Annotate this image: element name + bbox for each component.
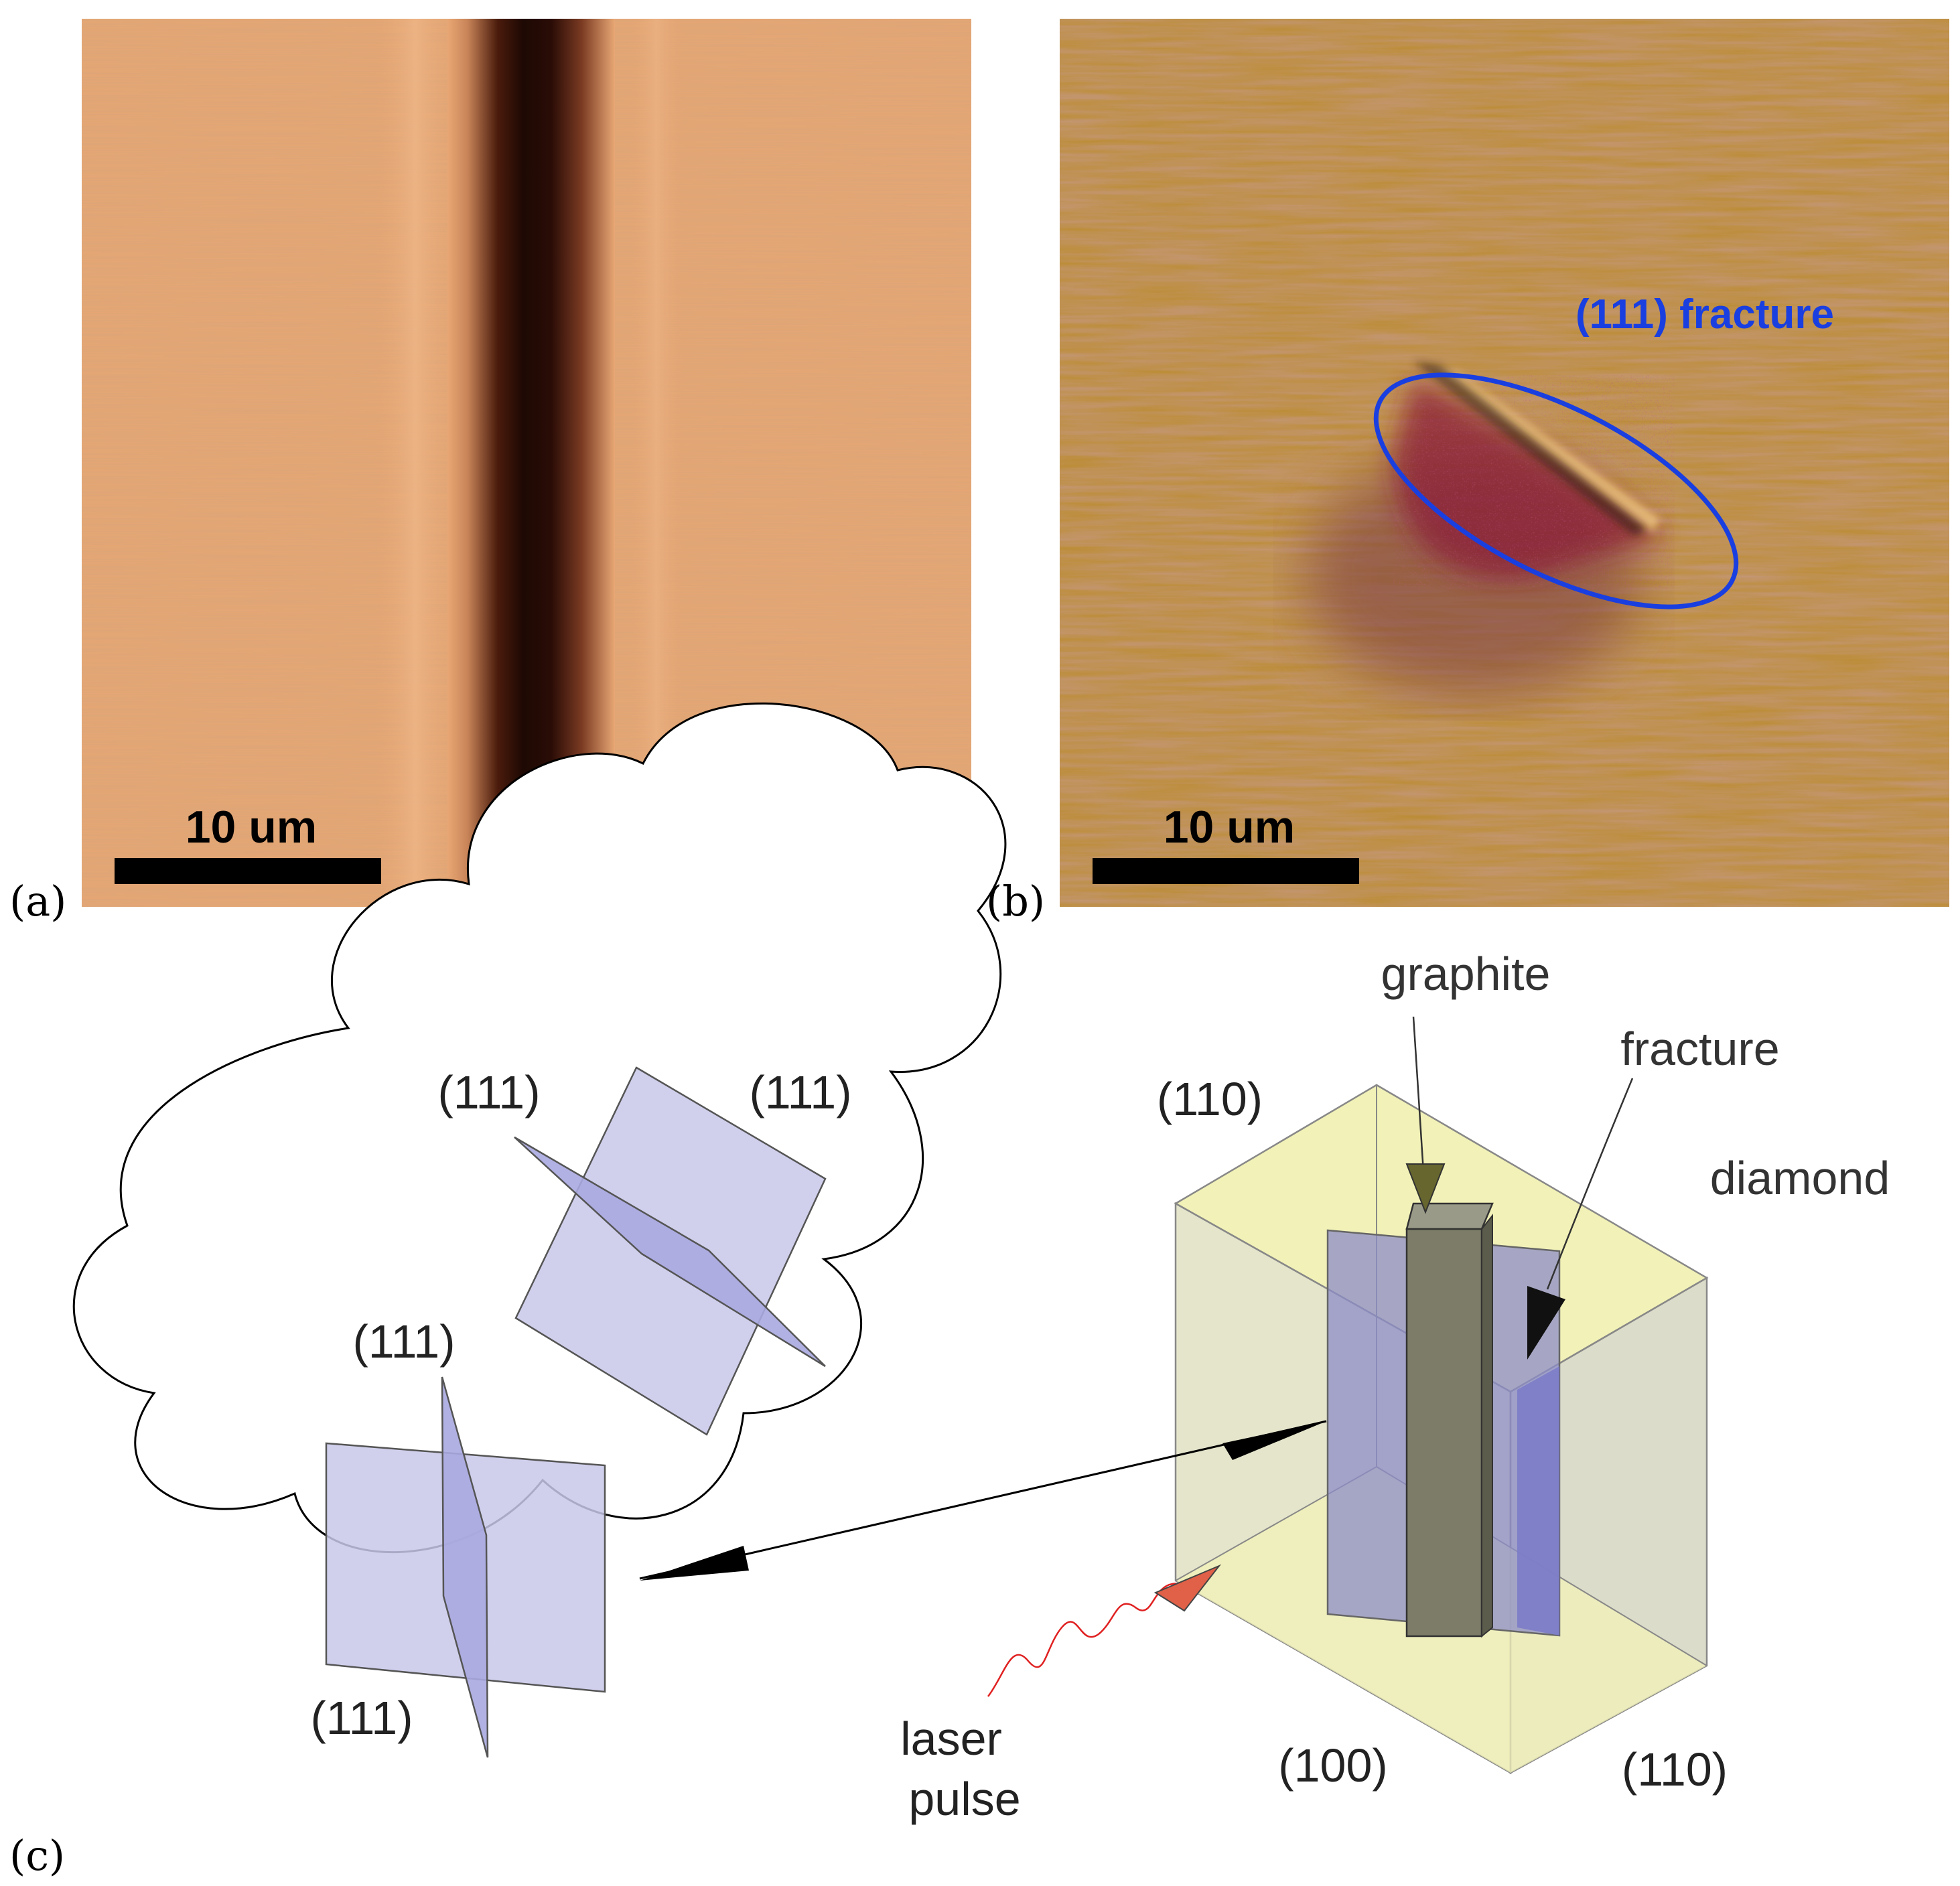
scale-bar-label-b: 10 um bbox=[1164, 802, 1296, 853]
plane-pair-top bbox=[514, 1066, 827, 1436]
fracture-highlight-ellipse bbox=[1373, 372, 1739, 609]
crystal-planes-cloud bbox=[72, 702, 1007, 1553]
label-laser: laser bbox=[900, 1713, 1002, 1765]
label-111-top-right: (111) bbox=[749, 1066, 851, 1118]
label-110-bottom: (110) bbox=[1622, 1743, 1728, 1796]
label-111-bottom: (111) bbox=[310, 1692, 413, 1744]
scale-bar-label-a: 10 um bbox=[186, 802, 318, 853]
laser-pulse-wave bbox=[987, 1583, 1194, 1697]
fracture-annotation: (111) fracture bbox=[1576, 291, 1834, 338]
label-110-top: (110) bbox=[1157, 1073, 1263, 1125]
panel-b-micrograph: (111) fracture bbox=[1060, 19, 1949, 907]
zoom-connector-line bbox=[639, 1420, 1327, 1580]
label-111-middle: (111) bbox=[352, 1315, 455, 1368]
label-pulse: pulse bbox=[908, 1773, 1020, 1825]
graphite-column-top bbox=[1405, 1202, 1494, 1230]
laser-arrow bbox=[1153, 1564, 1222, 1612]
scale-bar-b bbox=[1093, 858, 1359, 884]
label-fracture: fracture bbox=[1620, 1023, 1779, 1075]
panel-c: (111) (111) (111) (111) bbox=[9, 702, 1890, 1880]
label-100: (100) bbox=[1278, 1739, 1387, 1792]
label-graphite: graphite bbox=[1381, 948, 1551, 1000]
plane-111-oblique bbox=[514, 1136, 826, 1368]
zoom-arrowhead-left bbox=[640, 1546, 749, 1581]
panel-tag-c: (c) bbox=[9, 1831, 65, 1880]
diamond-block bbox=[1174, 1084, 1709, 1775]
plane-111-vertical bbox=[441, 1376, 489, 1758]
label-111-top-left: (111) bbox=[437, 1066, 540, 1118]
fracture-arrow bbox=[1527, 1286, 1565, 1360]
zoom-arrowhead-right bbox=[1222, 1421, 1326, 1460]
panel-b: (111) fracture 10 um (b) bbox=[986, 19, 1949, 926]
panel-tag-a: (a) bbox=[9, 877, 66, 926]
graphite-column-front bbox=[1405, 1228, 1483, 1638]
graphite-arrow bbox=[1405, 1163, 1446, 1214]
scale-bar-a bbox=[115, 858, 381, 884]
plane-pair-bottom bbox=[325, 1376, 606, 1758]
label-diamond: diamond bbox=[1710, 1152, 1890, 1204]
